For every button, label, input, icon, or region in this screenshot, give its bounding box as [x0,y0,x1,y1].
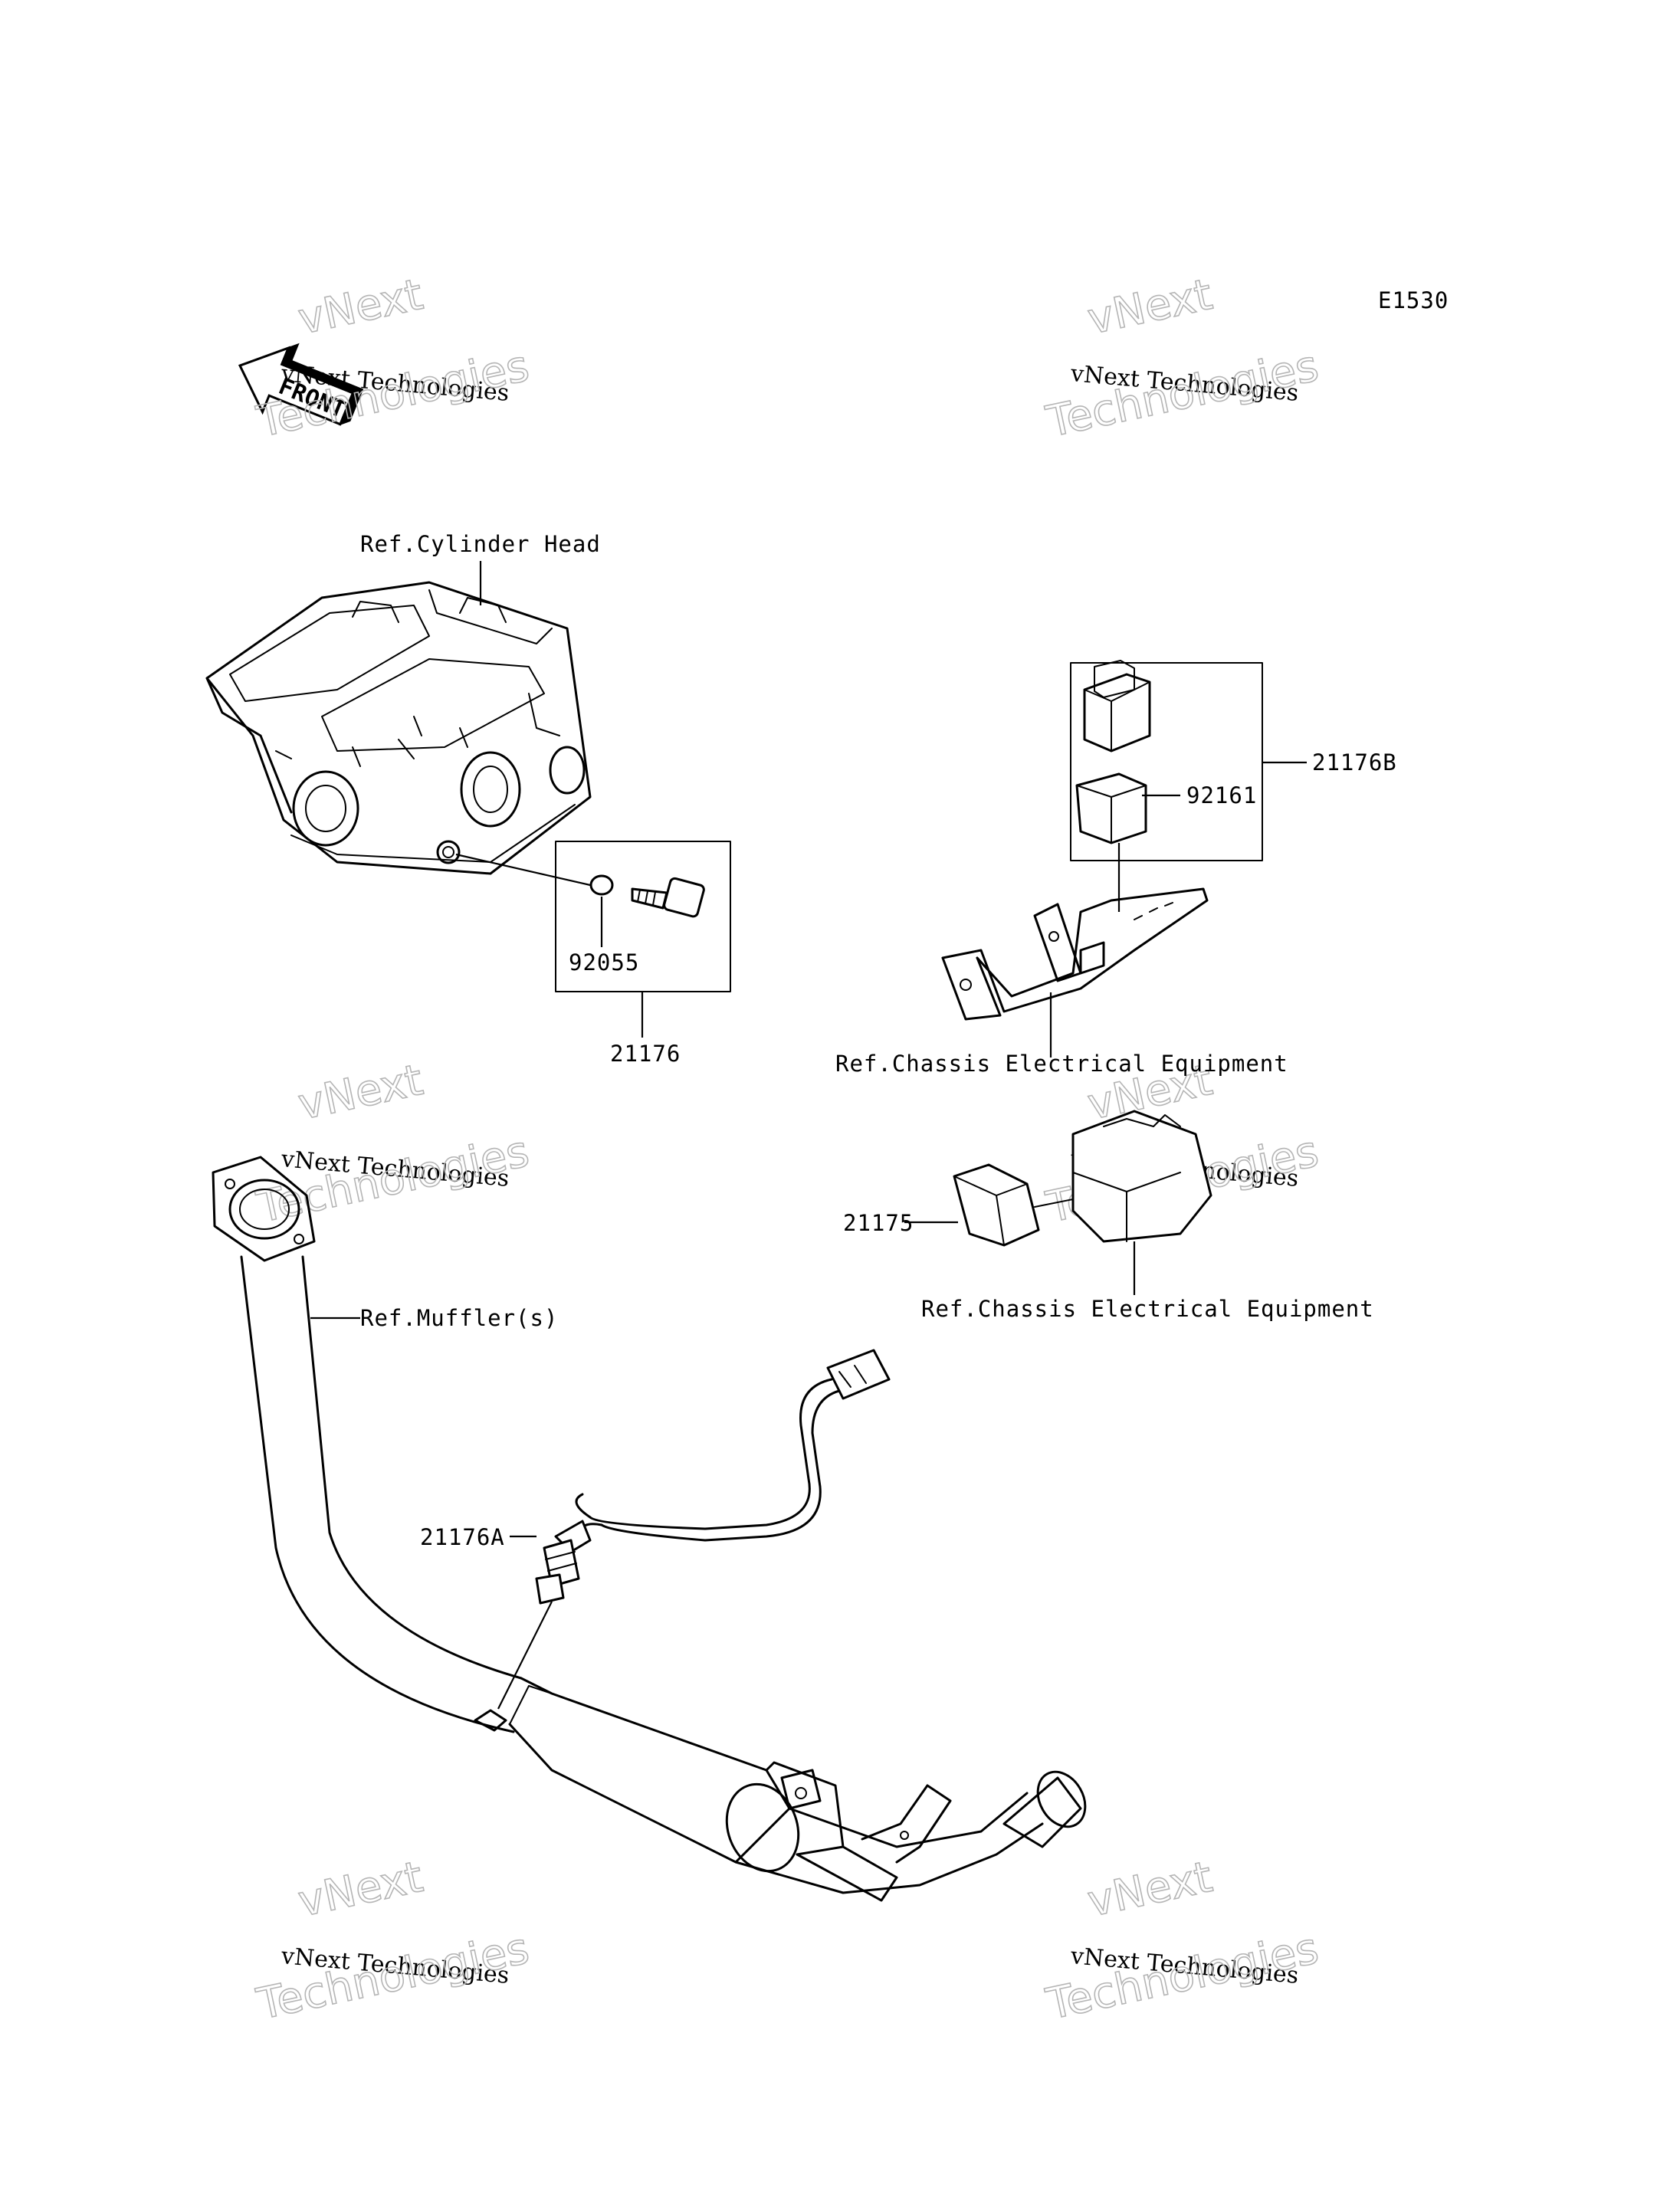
watermark-line1: vNext [294,1852,428,1927]
ecu-21175-icon [953,1163,1040,1247]
connector-21176b-icon [1083,660,1151,753]
watermark-line1: vNext [294,1055,428,1130]
cylinder-head-illustration [205,581,592,875]
part-21176a-label: 21176A [420,1524,505,1550]
washer-92055-icon [589,874,614,896]
part-21176-label: 21176 [610,1041,681,1067]
ref-chassis-electrical-2-label: Ref.Chassis Electrical Equipment [921,1296,1374,1322]
watermark-line3: Technologies [252,1126,533,1233]
diagram-code: E1530 [1378,287,1449,313]
watermark-line3: Technologies [1042,1923,1322,2030]
watermark-top-right: vNext vNext Technologies Technologies [1042,269,1324,448]
exhaust-pipe-illustration [212,1156,1087,1902]
ref-muffler-label: Ref.Muffler(s) [360,1305,558,1331]
part-92161-label: 92161 [1186,782,1257,808]
chassis-bracket-icon [941,887,1209,1021]
leader-line [455,853,591,887]
temperature-sensor-21176-icon [631,877,705,918]
watermark-line1: vNext [1084,1852,1217,1927]
watermark-line1: vNext [1084,270,1217,345]
ref-chassis-electrical-1-label: Ref.Chassis Electrical Equipment [835,1051,1288,1077]
watermark-bottom-left: vNext vNext Technologies Technologies [252,1851,534,2030]
chassis-module-icon [1034,1110,1212,1243]
watermark-bottom-right: vNext vNext Technologies Technologies [1042,1851,1324,2030]
watermark-line3: Technologies [252,341,533,448]
part-21176b-label: 21176B [1312,749,1397,776]
oxygen-sensor-21176a-icon [535,1349,891,1605]
watermark-line1: vNext [294,270,428,345]
watermark-line3: Technologies [252,1923,533,2030]
ref-cylinder-head-label: Ref.Cylinder Head [360,531,601,557]
sensor-cover-92161-icon [1075,772,1147,844]
watermark-line3: Technologies [1042,341,1322,448]
part-92055-label: 92055 [569,949,639,976]
leader-line [497,1601,553,1710]
part-21175-label: 21175 [843,1210,914,1236]
watermark-mid-left: vNext vNext Technologies Technologies [252,1054,534,1233]
